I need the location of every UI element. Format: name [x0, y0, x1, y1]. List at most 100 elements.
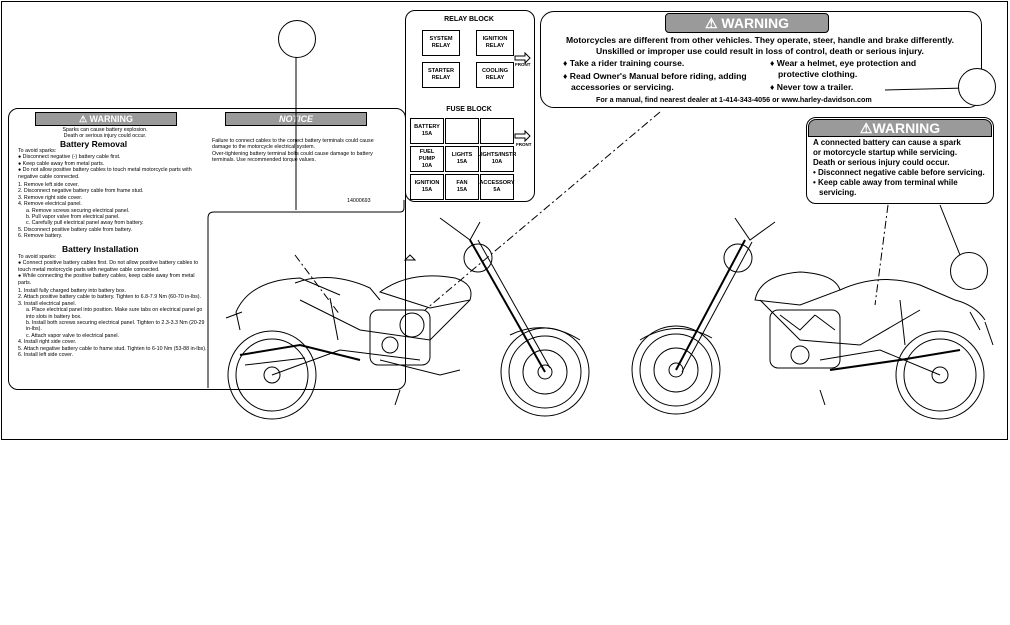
fuse-name: LIGHTS: [451, 152, 473, 158]
rider-warning-title: WARNING: [721, 15, 790, 31]
front-wheel: [631, 325, 721, 415]
fuse-empty: [445, 118, 479, 144]
fuse-name: IGNITION: [414, 180, 440, 186]
relay-block-title: RELAY BLOCK: [444, 16, 494, 23]
fuse-rating: 15A: [456, 187, 468, 193]
fuse-rating: 15A: [456, 159, 468, 165]
fuse-empty: [480, 118, 514, 144]
rider-warning-intro: Motorcycles are different from other veh…: [542, 35, 978, 57]
warning-line: Sparks can cause battery explosion.: [62, 127, 148, 133]
list-item: 1. Remove left side cover.: [18, 182, 79, 189]
relay-label: IGNITION: [482, 36, 508, 42]
list-item: 2. Attach positive battery cable to batt…: [18, 294, 202, 301]
rear-wheel: [227, 330, 317, 420]
list-item: • Disconnect negative cable before servi…: [813, 168, 985, 177]
front-arrow-icon: [514, 129, 531, 143]
list-item: 5. Disconnect positive battery cable fro…: [18, 226, 133, 233]
warning-line: Death or serious injury could occur.: [63, 133, 147, 140]
relay-label: SYSTEM: [429, 36, 453, 42]
relay-label: STARTER: [428, 68, 454, 74]
list-item: ● Do not allow positive battery cables t…: [18, 167, 192, 180]
list-item: 6. Remove battery.: [18, 233, 63, 240]
spark-warning-title: WARNING: [872, 120, 941, 136]
spark-warning-bar: ⚠WARNING: [808, 119, 992, 137]
list-item: b. Install both screws securing electric…: [26, 320, 205, 333]
fuel-tank: [754, 271, 841, 306]
list-item: 4. Remove electrical panel.: [18, 201, 82, 208]
rider-warning-right-bullets: ♦ Wear a helmet, eye protection and prot…: [770, 58, 940, 93]
list-item: 4. Install right side cover.: [18, 339, 77, 346]
callout-circle: [958, 68, 996, 106]
notice-line: Failure to connect cables to the correct…: [212, 138, 374, 151]
list-item: ♦ Take a rider training course.: [563, 58, 685, 68]
callout-line: [939, 204, 961, 256]
warning-line: or motorcycle startup while servicing.: [813, 148, 958, 157]
relay-front-label: FRONT: [515, 62, 531, 67]
callout-circle: [950, 252, 988, 290]
rider-warning-left-bullets: ♦ Take a rider training course. ♦ Read O…: [563, 58, 753, 93]
rear-wheel: [895, 330, 985, 420]
list-item: 3. Install electrical panel.: [18, 300, 77, 307]
list-item: ● While connecting the positive battery …: [18, 273, 195, 286]
fuel-tank: [378, 275, 472, 309]
battery-removal-title: Battery Removal: [60, 139, 128, 149]
battery-removal-text: To avoid sparks: ● Disconnect negative (…: [18, 148, 206, 240]
fuse-rating: 10A: [421, 162, 433, 169]
battery-install-text: To avoid sparks: ● Connect positive batt…: [18, 254, 208, 359]
intro-line: Unskilled or improper use could result i…: [596, 46, 924, 56]
intro-line: Motorcycles are different from other veh…: [565, 35, 955, 45]
list-item: a. Place electrical panel into position.…: [26, 307, 203, 320]
list-item: c. Attach vapor valve to electrical pane…: [26, 332, 120, 339]
relay-starter: STARTER RELAY: [422, 62, 460, 88]
relay-label: RELAY: [485, 75, 505, 81]
warning-line: A connected battery can cause a spark: [813, 138, 961, 147]
callout-circle: [278, 20, 316, 58]
front-arrow-icon: [514, 51, 531, 65]
engine: [369, 309, 431, 366]
list-item: 1. Install fully charged battery into ba…: [18, 288, 127, 295]
fuse-name: BATTERY: [414, 124, 440, 130]
label-outline: [207, 200, 405, 388]
install-intro: To avoid sparks:: [18, 254, 57, 260]
fuse-rating: 10A: [491, 159, 503, 165]
battery-install-title: Battery Installation: [62, 244, 139, 254]
headlight: [463, 243, 493, 273]
left-motorcycle: [225, 217, 590, 420]
notice-text: Failure to connect cables to the correct…: [212, 138, 382, 164]
relay-label: COOLING: [481, 68, 509, 74]
fuse-name: ACCESSORY: [479, 180, 515, 186]
part-number: 14000693: [347, 198, 371, 204]
battery-warning-bar: ⚠ WARNING: [35, 112, 177, 126]
list-item: a. Remove screws securing electrical pan…: [26, 207, 130, 214]
fuse-name: FAN: [456, 180, 468, 186]
warning-line: Death or serious injury could occur.: [813, 158, 950, 167]
list-item: ● Connect positive battery cables first.…: [18, 260, 199, 273]
rider-warning-footer: For a manual, find nearest dealer at 1-4…: [596, 95, 872, 104]
battery-warning-text: Sparks can cause battery explosion. Deat…: [30, 127, 180, 140]
right-motorcycle: [631, 217, 994, 420]
notice-line: Over-tightening battery terminal bolts c…: [212, 150, 373, 164]
warning-triangle-icon: ⚠: [859, 120, 873, 136]
list-item: 2. Disconnect negative battery cable fro…: [18, 188, 144, 195]
leader-lines: [294, 111, 889, 316]
fuse-name: FUEL PUMP: [418, 148, 436, 162]
list-item: • Keep cable away from terminal while se…: [813, 178, 958, 197]
list-item: 5. Attach negative battery cable to fram…: [18, 345, 207, 352]
battery-label-panel: [8, 108, 406, 390]
list-item: 6. Install left side cover.: [18, 352, 74, 359]
rider-warning-bar: ⚠ WARNING: [665, 13, 829, 33]
list-item: c. Carefully pull electrical panel away …: [26, 220, 144, 227]
diagram-frame: [1, 1, 1008, 440]
removal-intro: To avoid sparks:: [18, 148, 57, 154]
fuse-block-title: FUSE BLOCK: [446, 106, 492, 113]
list-item: ♦ Read Owner's Manual before riding, add…: [563, 71, 747, 92]
list-item: b. Pull vapor valve from electrical pane…: [26, 214, 120, 221]
list-item: ● Disconnect negative (-) battery cable …: [18, 154, 121, 161]
